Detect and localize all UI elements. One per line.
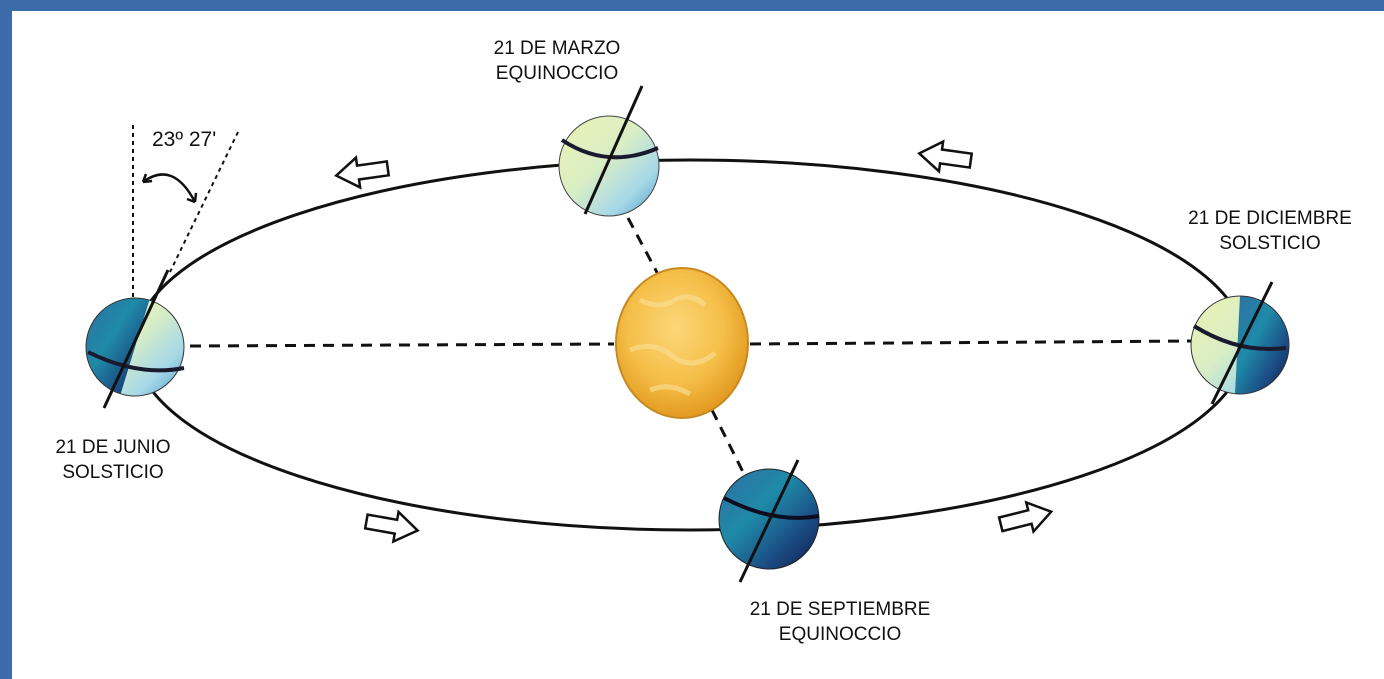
- june-label: 21 DE JUNIO SOLSTICIO: [28, 435, 198, 485]
- direction-arrow-bottom-left: [363, 509, 420, 544]
- sun-to-september-line: [710, 409, 750, 483]
- direction-arrow-bottom-right: [997, 500, 1054, 535]
- sun-to-march-line: [626, 217, 662, 279]
- december-label: 21 DE DICIEMBRE SOLSTICIO: [1170, 206, 1370, 256]
- september-date: 21 DE SEPTIEMBRE: [749, 599, 931, 620]
- direction-arrow-top-right: [917, 139, 974, 174]
- axis-tilt-line: [169, 131, 239, 273]
- sun-to-june-line: [189, 342, 615, 348]
- march-event: EQUINOCCIO: [495, 63, 619, 84]
- december-date: 21 DE DICIEMBRE: [1188, 208, 1352, 229]
- tilt-angle-label: 23º 27': [152, 128, 217, 151]
- earth-june: [85, 269, 185, 409]
- sun-to-december-line: [749, 339, 1196, 346]
- direction-arrow-top-left: [334, 155, 391, 190]
- tilt-angle-arc: [142, 173, 197, 203]
- tilt-arc-arrowhead-right: [186, 192, 198, 204]
- march-label: 21 DE MARZO EQUINOCCIO: [462, 36, 652, 86]
- december-event: SOLSTICIO: [1219, 233, 1321, 254]
- march-date: 21 DE MARZO: [493, 38, 621, 59]
- earth-march: [558, 85, 660, 217]
- june-date: 21 DE JUNIO: [55, 437, 171, 458]
- september-label: 21 DE SEPTIEMBRE EQUINOCCIO: [730, 597, 950, 647]
- earth-december: [1190, 281, 1290, 405]
- sun-texture: [629, 294, 717, 397]
- earth-september: [718, 459, 820, 583]
- sun: [615, 267, 749, 419]
- september-event: EQUINOCCIO: [778, 624, 902, 645]
- june-event: SOLSTICIO: [62, 462, 164, 483]
- tilt-arc-arrowhead-left: [141, 173, 153, 184]
